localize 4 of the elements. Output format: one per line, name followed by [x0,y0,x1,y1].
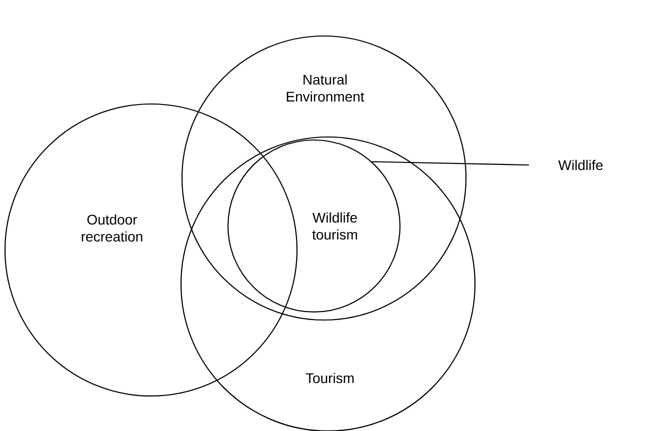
leader-line [372,161,530,166]
region-label: Wildlife tourism [312,212,358,240]
venn-circle [227,139,401,313]
circle-label: Wildlife [558,160,603,170]
